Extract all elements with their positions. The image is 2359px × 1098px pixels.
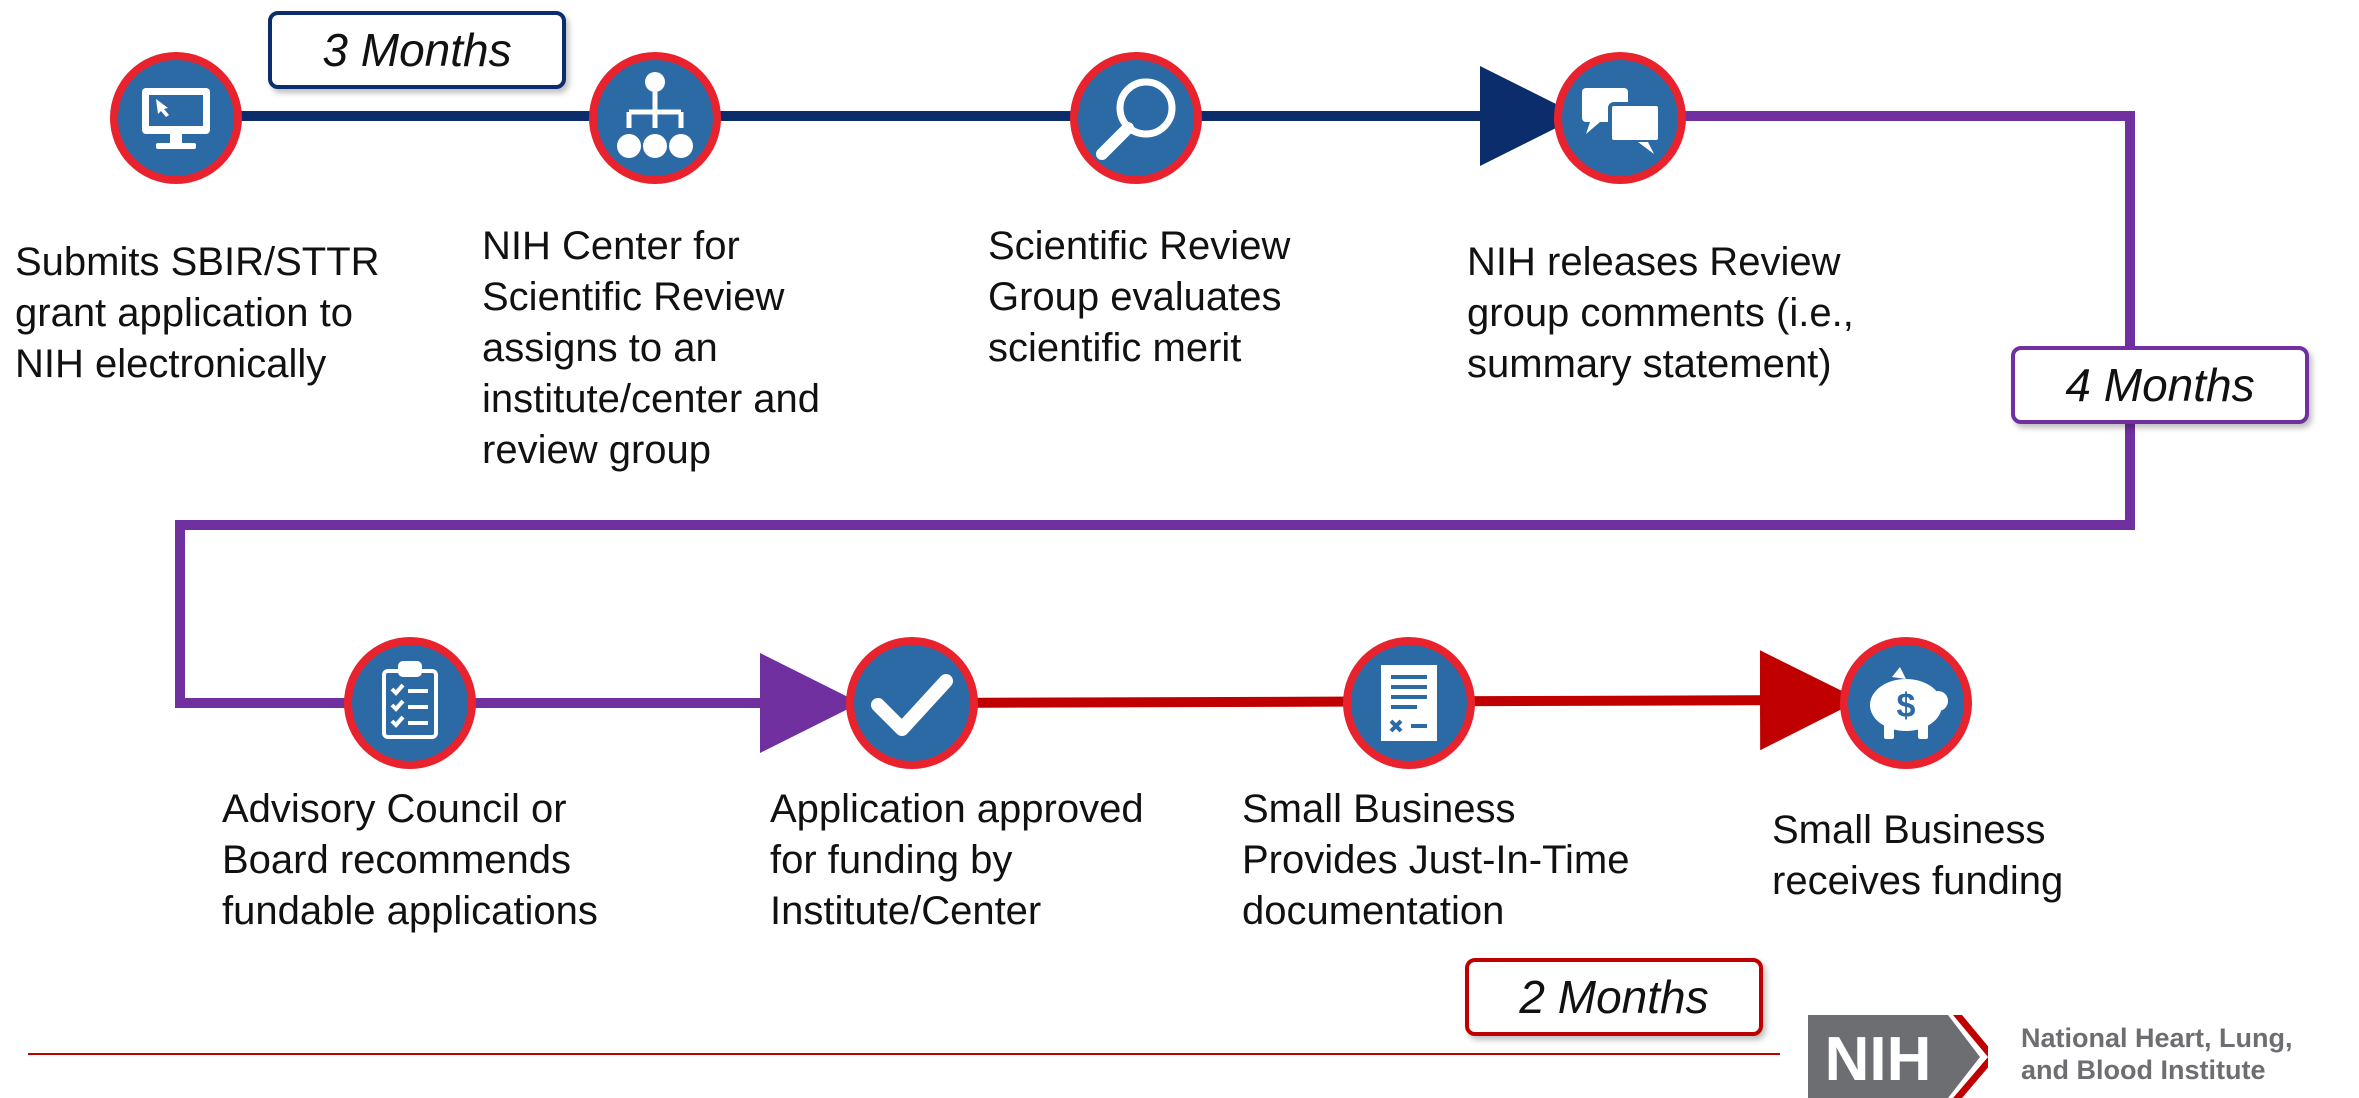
step-7-label: Small Business Provides Just-In-Time doc… bbox=[1242, 787, 1630, 933]
step-8-label: Small Business receives funding bbox=[1772, 808, 2064, 903]
document-icon bbox=[1381, 665, 1437, 741]
duration-badge-3: 2 Months bbox=[1465, 958, 1763, 1036]
step-3-label: Scientific Review Group evaluates scient… bbox=[988, 224, 1291, 370]
step-1-node bbox=[110, 52, 242, 184]
step-6-label: Application approved for funding by Inst… bbox=[770, 787, 1144, 933]
nhlbi-logo-text: National Heart, Lung, and Blood Institut… bbox=[2021, 1023, 2293, 1085]
step-5-node bbox=[344, 637, 476, 769]
step-6-node bbox=[846, 637, 978, 769]
step-1-label: Submits SBIR/STTR grant application to N… bbox=[15, 240, 380, 386]
computer-monitor-icon bbox=[142, 88, 210, 149]
step-7-node bbox=[1343, 637, 1475, 769]
connector-purple-top bbox=[175, 111, 2135, 753]
svg-text:NIH: NIH bbox=[1825, 1025, 1932, 1094]
org-chart-icon bbox=[617, 72, 693, 158]
step-4-label: NIH releases Review group comments (i.e.… bbox=[1467, 240, 1854, 386]
checkmark-icon bbox=[871, 674, 953, 736]
step-2-label: NIH Center for Scientific Review assigns… bbox=[482, 224, 820, 472]
duration-badge-2: 4 Months bbox=[2011, 346, 2309, 424]
duration-badge-1: 3 Months bbox=[268, 11, 566, 89]
piggy-bank-icon: $ bbox=[1870, 667, 1948, 739]
clipboard-checklist-icon bbox=[382, 661, 438, 739]
nih-logo-mark: NIH bbox=[1808, 1015, 1988, 1098]
nhlbi-logo: NIH National Heart, Lung, and Blood Inst… bbox=[1808, 1005, 2359, 1098]
step-5-label: Advisory Council or Board recommends fun… bbox=[222, 787, 598, 933]
svg-text:$: $ bbox=[1897, 687, 1916, 725]
footer-divider bbox=[28, 1053, 1780, 1055]
magnifying-glass-icon bbox=[1096, 78, 1176, 160]
step-3-node bbox=[1070, 52, 1202, 184]
step-4-node bbox=[1554, 52, 1686, 184]
speech-bubbles-icon bbox=[1582, 88, 1662, 154]
step-8-node: $ bbox=[1840, 637, 1972, 769]
step-2-node bbox=[589, 52, 721, 184]
